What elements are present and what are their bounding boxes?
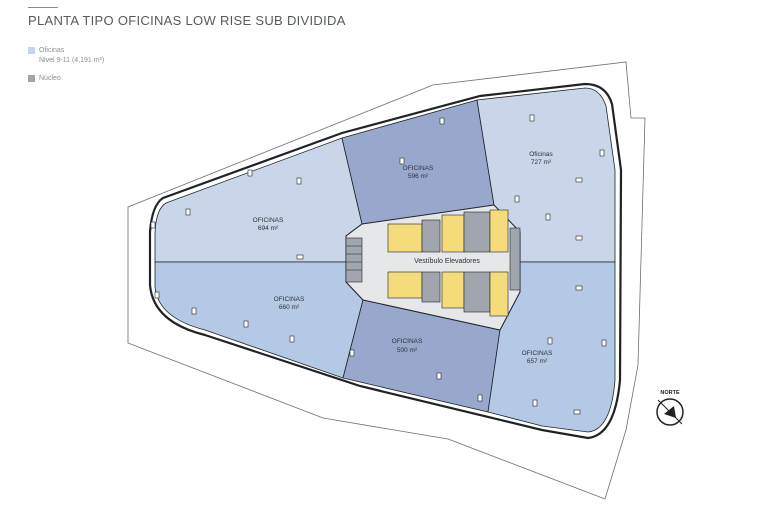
- room-596-area: 596 m²: [408, 173, 429, 180]
- room-727-name: Oficinas: [529, 151, 553, 158]
- office-zone-657: [487, 261, 616, 433]
- room-727-area: 727 m²: [531, 159, 552, 166]
- room-694-name: OFICINAS: [253, 217, 284, 224]
- room-694-area: 694 m²: [258, 225, 279, 232]
- room-500-name: OFICINAS: [392, 338, 423, 345]
- room-657-name: OFICINAS: [522, 350, 553, 357]
- room-657-area: 657 m²: [527, 358, 548, 365]
- legend-nucleo-swatch: [28, 75, 35, 82]
- title-rule: [28, 7, 58, 8]
- legend-oficinas-label: Oficinas: [39, 47, 65, 54]
- office-zone-660: [154, 261, 364, 379]
- office-zone-596: [341, 99, 495, 225]
- vestibule-label: Vestíbulo Elevadores: [414, 258, 480, 265]
- office-zone-694: [154, 137, 363, 263]
- legend-nucleo-label: Núcleo: [39, 75, 61, 82]
- compass-label: NORTE: [660, 390, 680, 396]
- page-title: PLANTA TIPO OFICINAS LOW RISE SUB DIVIDI…: [28, 13, 346, 28]
- legend-oficinas-sub: Nivel 9-11 (4,191 m²): [39, 57, 105, 64]
- room-660-area: 660 m²: [279, 304, 300, 311]
- room-660-name: OFICINAS: [274, 296, 305, 303]
- core-services: [345, 209, 521, 317]
- site-boundary: [127, 61, 646, 500]
- structural-columns: [150, 114, 607, 415]
- room-500-area: 500 m²: [397, 347, 418, 354]
- north-compass: NORTE: [656, 390, 684, 426]
- room-596-name: OFICINAS: [403, 165, 434, 172]
- legend-oficinas-swatch: [28, 47, 35, 54]
